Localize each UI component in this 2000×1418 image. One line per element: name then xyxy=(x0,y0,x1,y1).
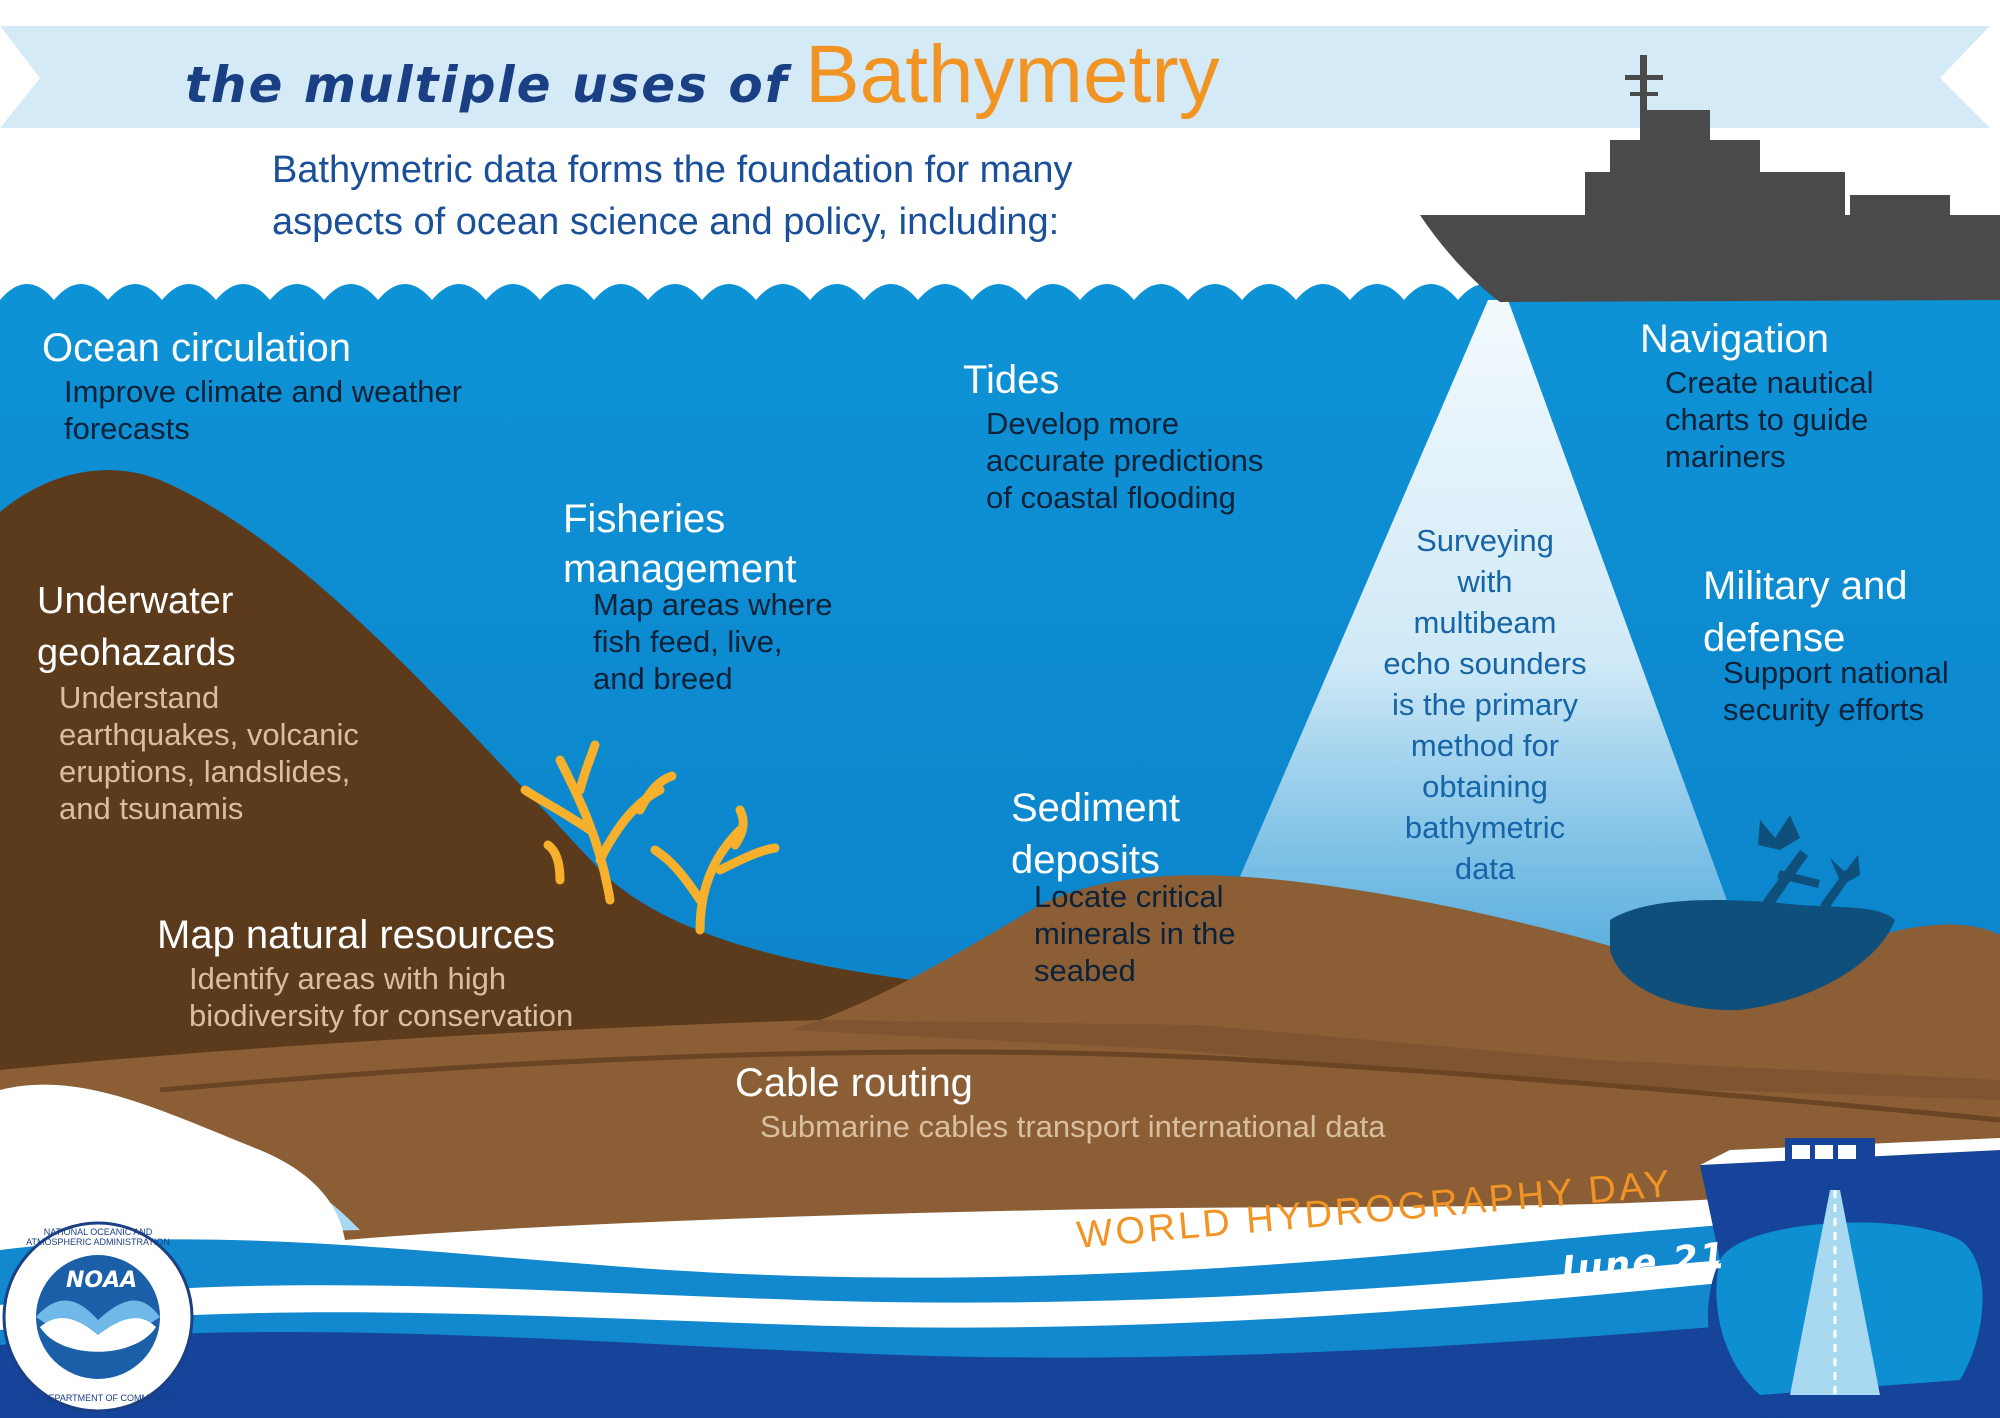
use-line: fish feed, live, xyxy=(593,624,783,659)
use-line: Identify areas with high xyxy=(189,961,507,996)
use-line: Create nautical xyxy=(1665,365,1874,400)
use-line: Support national xyxy=(1723,655,1949,690)
footer-band-white-stripe xyxy=(0,1251,2000,1330)
intro-line-2: aspects of ocean science and policy, inc… xyxy=(272,201,1060,243)
survey-line: echo sounders xyxy=(1383,646,1587,681)
use-heading: Underwater geohazards xyxy=(37,575,417,679)
use-heading-line: defense xyxy=(1703,616,1846,660)
use-sediment-deposits: Sediment deposits Locate critical minera… xyxy=(1011,782,1311,989)
use-description: Improve climate and weather forecasts xyxy=(64,373,542,447)
cable-shelf xyxy=(790,1020,2000,1100)
use-map-natural-resources: Map natural resources Identify areas wit… xyxy=(157,910,657,1034)
use-line: minerals in the xyxy=(1034,916,1236,951)
use-heading-line: Fisheries xyxy=(563,497,726,541)
use-description: Identify areas with high biodiversity fo… xyxy=(189,960,657,1034)
use-line: seabed xyxy=(1034,953,1136,988)
use-description: Support national security efforts xyxy=(1723,654,1993,728)
use-heading: Cable routing xyxy=(735,1061,973,1105)
use-heading-line: Military and xyxy=(1703,564,1908,608)
use-navigation: Navigation Create nautical charts to gui… xyxy=(1640,314,1970,475)
use-description: Create nautical charts to guide mariners xyxy=(1665,364,1970,475)
use-heading: Sediment deposits xyxy=(1011,782,1311,886)
use-heading: Fisheries management xyxy=(563,494,893,594)
use-line: Submarine cables transport international… xyxy=(760,1109,1386,1144)
submarine-cable xyxy=(159,1049,2000,1123)
use-line: Map areas where xyxy=(593,587,833,622)
noaa-logo-text: NOAA xyxy=(66,1268,138,1293)
use-line: of coastal flooding xyxy=(986,480,1236,515)
use-description: Locate critical minerals in the seabed xyxy=(1034,878,1311,989)
footer-band-navy xyxy=(0,1310,2000,1418)
use-heading: Navigation xyxy=(1640,317,1830,361)
survey-line: obtaining xyxy=(1422,769,1548,804)
survey-ship-illustration xyxy=(1420,55,2000,302)
use-heading-line: deposits xyxy=(1011,838,1160,882)
intro-text: Bathymetric data forms the foundation fo… xyxy=(272,144,1073,248)
survey-line: data xyxy=(1454,851,1516,886)
use-line: and breed xyxy=(593,661,733,696)
use-line: earthquakes, volcanic xyxy=(59,717,359,752)
footer-boat-illustration xyxy=(1700,1138,2000,1418)
use-line: forecasts xyxy=(64,411,190,446)
use-line: and tsunamis xyxy=(59,791,244,826)
use-line: mariners xyxy=(1665,439,1786,474)
title: the multiple uses of Bathymetry xyxy=(185,28,1220,122)
use-military-defense: Military and defense Support national se… xyxy=(1703,560,1993,728)
use-heading: Tides xyxy=(963,358,1060,402)
use-heading-line: management xyxy=(563,547,797,591)
use-line: Locate critical xyxy=(1034,879,1224,914)
survey-line: with xyxy=(1457,564,1513,599)
use-heading: Map natural resources xyxy=(157,913,555,957)
use-line: eruptions, landslides, xyxy=(59,754,351,789)
title-main: Bathymetry xyxy=(804,29,1220,120)
use-fisheries-management: Fisheries management Map areas where fis… xyxy=(563,494,893,697)
use-tides: Tides Develop more accurate predictions … xyxy=(963,355,1323,516)
use-cable-routing: Cable routing Submarine cables transport… xyxy=(735,1058,1495,1145)
noaa-logo-ring-top: NATIONAL OCEANIC AND ATMOSPHERIC ADMINIS… xyxy=(26,1227,170,1247)
survey-line: bathymetric xyxy=(1404,810,1566,845)
shipwreck-illustration xyxy=(1610,815,1895,1011)
use-line: accurate predictions xyxy=(986,443,1264,478)
title-prefix: the multiple uses of xyxy=(185,56,789,114)
use-description: Map areas where fish feed, live, and bre… xyxy=(593,586,893,697)
use-heading: Military and defense xyxy=(1703,560,1993,664)
noaa-logo xyxy=(2,1221,194,1413)
use-line: charts to guide xyxy=(1665,402,1869,437)
survey-line: Surveying xyxy=(1416,523,1554,558)
survey-line: method for xyxy=(1410,728,1560,763)
use-line: Develop more xyxy=(986,406,1179,441)
use-description: Understand earthquakes, volcanic eruptio… xyxy=(59,679,417,827)
use-underwater-geohazards: Underwater geohazards Understand earthqu… xyxy=(37,575,417,827)
use-line: security efforts xyxy=(1723,692,1925,727)
intro-line-1: Bathymetric data forms the foundation fo… xyxy=(272,149,1073,191)
sonar-beam xyxy=(1205,300,1748,958)
use-heading-line: Underwater xyxy=(37,580,234,622)
use-ocean-circulation: Ocean circulation Improve climate and we… xyxy=(42,323,542,447)
use-line: Understand xyxy=(59,680,220,715)
survey-line: is the primary xyxy=(1391,687,1579,722)
coral-illustration xyxy=(520,740,780,935)
use-description: Submarine cables transport international… xyxy=(760,1108,1495,1145)
use-line: Improve climate and weather xyxy=(64,374,463,409)
use-heading-line: Sediment xyxy=(1011,786,1180,830)
seafloor-hill-left xyxy=(0,470,1000,1100)
survey-note: Surveying with multibeam echo sounders i… xyxy=(1340,520,1630,889)
survey-line: multibeam xyxy=(1413,605,1557,640)
use-line: biodiversity for conservation xyxy=(189,998,574,1033)
use-heading-line: geohazards xyxy=(37,632,236,674)
use-heading: Ocean circulation xyxy=(42,326,352,370)
use-description: Develop more accurate predictions of coa… xyxy=(986,405,1323,516)
title-banner xyxy=(0,26,1990,128)
noaa-logo-ring-bottom: U.S. DEPARTMENT OF COMMERCE xyxy=(21,1393,174,1403)
